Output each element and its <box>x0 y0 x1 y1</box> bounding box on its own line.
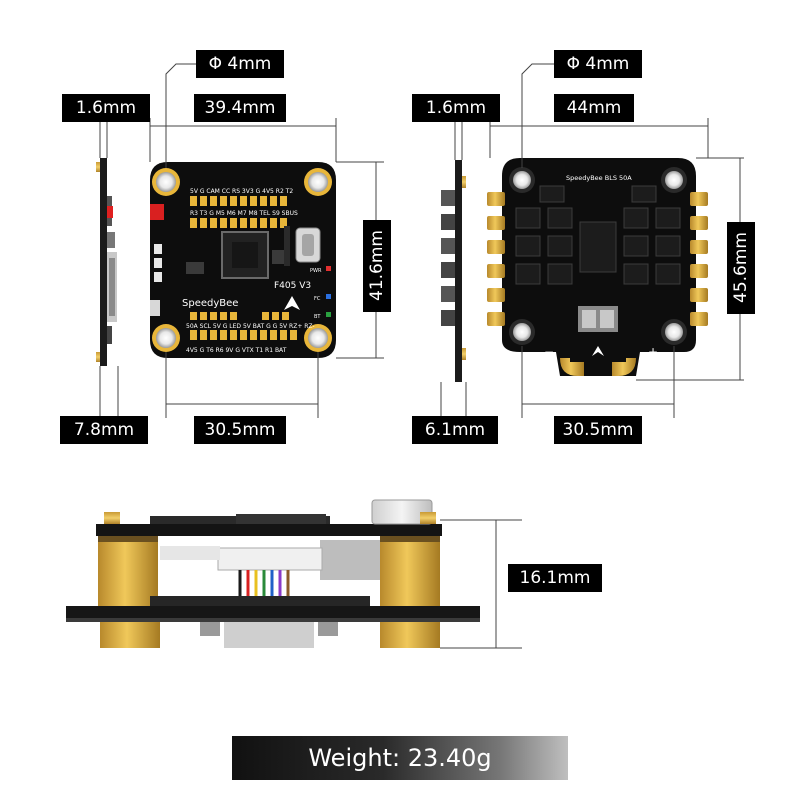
fc-silk-model: F405 V3 <box>274 281 311 291</box>
esc-silk-model: SpeedyBee BLS 50A <box>566 174 632 182</box>
weight-banner: Weight: 23.40g <box>232 736 568 780</box>
fc-mount-spacing-label: 30.5mm <box>194 416 286 444</box>
fc-silk-top-row: 5V G CAM CC RS 3V3 G 4V5 R2 T2 <box>190 188 293 195</box>
stack-side-view <box>66 499 480 648</box>
fc-silkscreen: 5V G CAM CC RS 3V3 G 4V5 R2 T2 R3 T3 G M… <box>182 188 322 354</box>
esc-pcb-thickness-label: 1.6mm <box>412 94 500 122</box>
esc-mount-spacing-label: 30.5mm <box>554 416 642 444</box>
fc-silk-bottom-row2: 4V5 G T6 R6 9V G VTX T1 R1 BAT <box>186 347 287 354</box>
esc-dimension-lines <box>440 63 744 418</box>
esc-silkscreen: SpeedyBee BLS 50A <box>566 174 632 182</box>
esc-board-height-label: 45.6mm <box>727 222 755 314</box>
esc-side-height-label: 6.1mm <box>412 416 498 444</box>
fc-side-view <box>96 158 117 366</box>
svg-text:+: + <box>648 345 658 359</box>
fc-silk-bt: BT <box>314 314 321 320</box>
fc-silk-top-row2: R3 T3 G M5 M6 M7 M8 TEL S9 SBUS <box>190 210 298 217</box>
fc-board <box>150 162 336 358</box>
esc-hole-diameter-label: Φ 4mm <box>554 50 642 78</box>
fc-silk-pwr: PWR <box>310 268 322 274</box>
fc-board-width-label: 39.4mm <box>194 94 286 122</box>
fc-silk-brand: SpeedyBee <box>182 298 238 309</box>
fc-side-height-label: 7.8mm <box>60 416 148 444</box>
stack-dimension-lines <box>440 519 522 649</box>
fc-silk-bottom-row: 50A SCL 5V G LED 5V BAT G G 5V RZ+ RZ- <box>186 323 315 330</box>
fc-board-height-label: 41.6mm <box>363 220 391 312</box>
fc-hole-diameter-label: Φ 4mm <box>196 50 284 78</box>
fc-silk-fc: FC <box>314 296 321 302</box>
esc-side-view <box>441 160 466 382</box>
esc-board: − + <box>487 158 708 376</box>
fc-pcb-thickness-label: 1.6mm <box>62 94 150 122</box>
stack-height-label: 16.1mm <box>508 564 602 592</box>
esc-board-width-label: 44mm <box>554 94 634 122</box>
svg-text:−: − <box>544 345 554 359</box>
